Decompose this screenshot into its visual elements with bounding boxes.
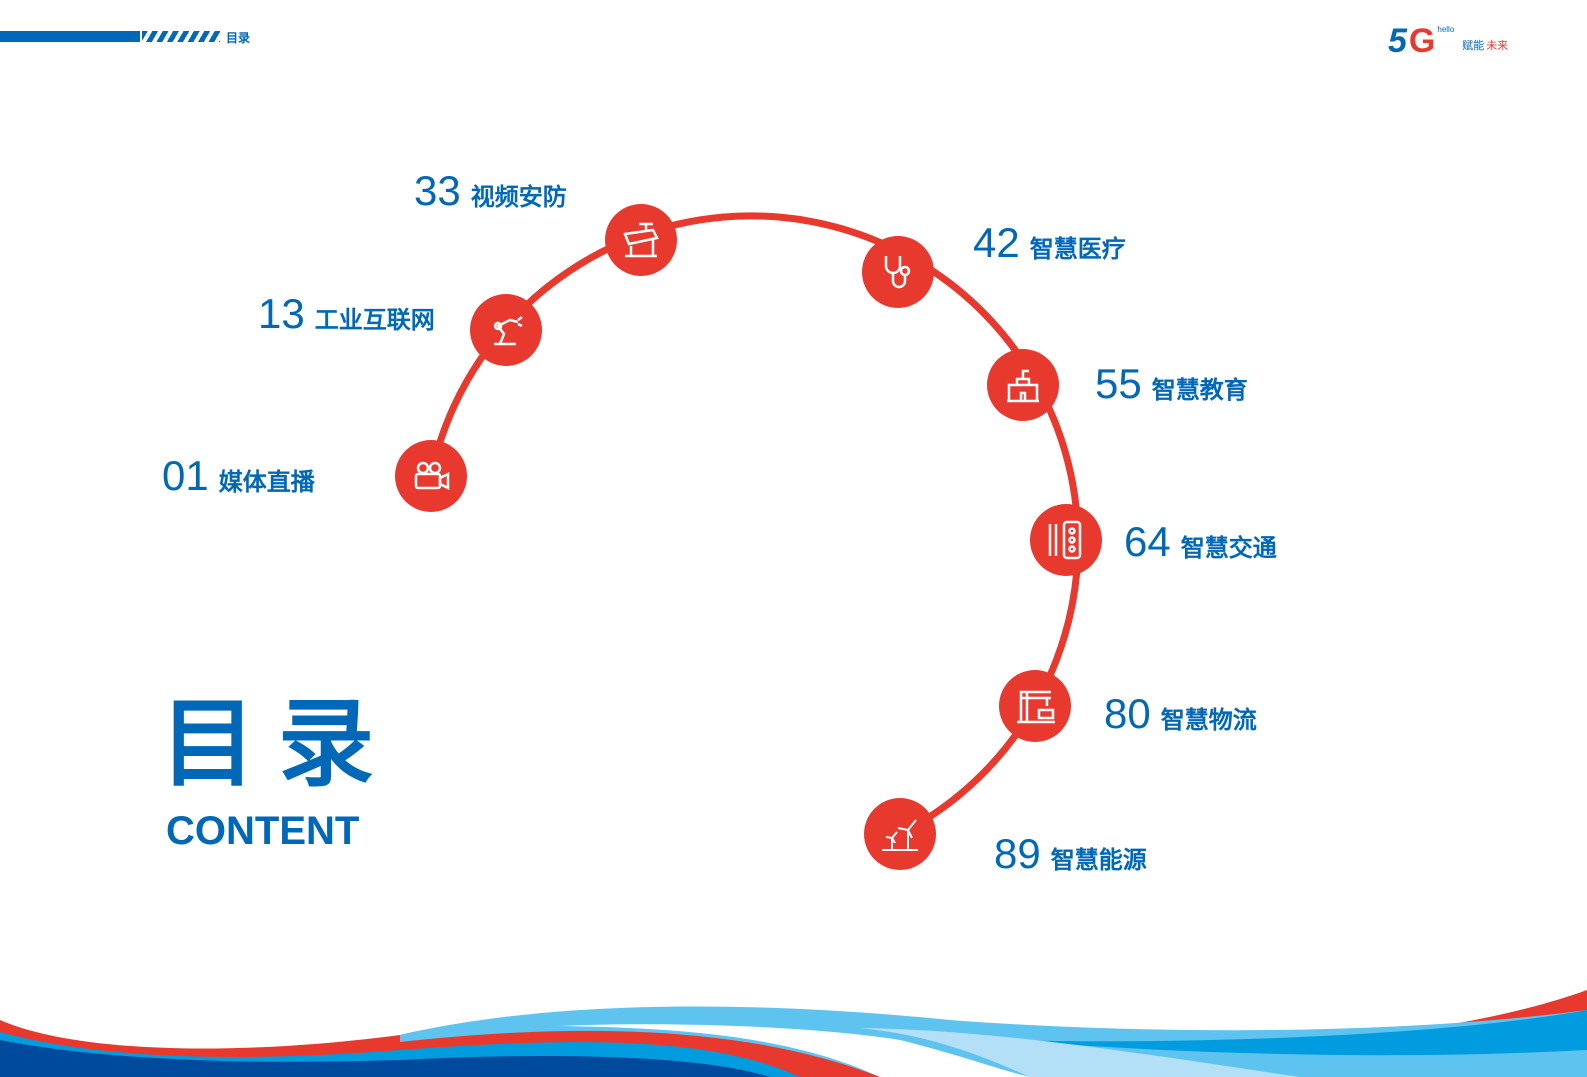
toc-label: 智慧交通 (1180, 535, 1277, 562)
node-school[interactable] (987, 349, 1059, 421)
toc-page: 33 (414, 167, 461, 214)
toc-item[interactable]: 01 媒体直播 (162, 452, 315, 500)
toc-page: 55 (1095, 360, 1142, 407)
toc-page: 80 (1104, 690, 1151, 737)
brand-logo: 5 G hello 赋能 未来 (1388, 24, 1508, 58)
toc-label: 智慧医疗 (1029, 236, 1126, 263)
toc-item[interactable]: 80 智慧物流 (1104, 690, 1257, 738)
wind-turbine-icon (882, 819, 918, 851)
toc-label: 视频安防 (470, 184, 567, 211)
toc-page: 42 (973, 219, 1020, 266)
toc-item[interactable]: 42 智慧医疗 (973, 219, 1126, 267)
node-wind-turbine[interactable] (864, 798, 936, 870)
logo-5: 5 (1388, 22, 1407, 60)
logo-hello: hello (1437, 25, 1455, 34)
school-icon (1007, 369, 1039, 403)
node-stethoscope[interactable] (862, 236, 934, 308)
crane-icon (1017, 690, 1055, 724)
toc-label: 智慧能源 (1050, 847, 1147, 874)
node-security-camera[interactable] (605, 204, 677, 276)
robot-arm-icon (493, 316, 523, 346)
page-title: 目录 (160, 691, 396, 798)
toc-label: 工业互联网 (314, 307, 435, 334)
node-video-camera[interactable] (395, 440, 467, 512)
toc-page: 64 (1124, 518, 1171, 565)
header-title: 目录 (226, 31, 251, 45)
logo-g: G (1408, 22, 1436, 60)
logo-tagline-a: 赋能 (1462, 40, 1485, 52)
header-bar (0, 31, 140, 42)
node-robot-arm[interactable] (470, 294, 542, 366)
logo-tagline-b: 未来 (1486, 40, 1509, 52)
toc-item[interactable]: 89 智慧能源 (994, 830, 1147, 878)
toc-page: 13 (258, 290, 305, 337)
toc-label: 智慧教育 (1151, 377, 1248, 404)
security-camera-icon (623, 222, 659, 258)
toc-label: 智慧物流 (1160, 707, 1257, 734)
toc-page: 89 (994, 830, 1041, 877)
video-camera-icon (414, 461, 450, 491)
stethoscope-icon (884, 256, 911, 289)
traffic-light-icon (1048, 520, 1082, 560)
toc-item[interactable]: 64 智慧交通 (1124, 518, 1277, 566)
toc-item[interactable]: 13 工业互联网 (258, 290, 435, 338)
toc-page: 01 (162, 452, 209, 499)
toc-item[interactable]: 55 智慧教育 (1095, 360, 1248, 408)
toc-item[interactable]: 33 视频安防 (414, 167, 567, 215)
toc-label: 媒体直播 (218, 469, 315, 496)
node-traffic-light[interactable] (1030, 504, 1102, 576)
bottom-wave-decoration (0, 990, 1587, 1077)
node-crane[interactable] (999, 670, 1071, 742)
page-subtitle: CONTENT (166, 809, 360, 853)
header-stripes (142, 31, 220, 42)
